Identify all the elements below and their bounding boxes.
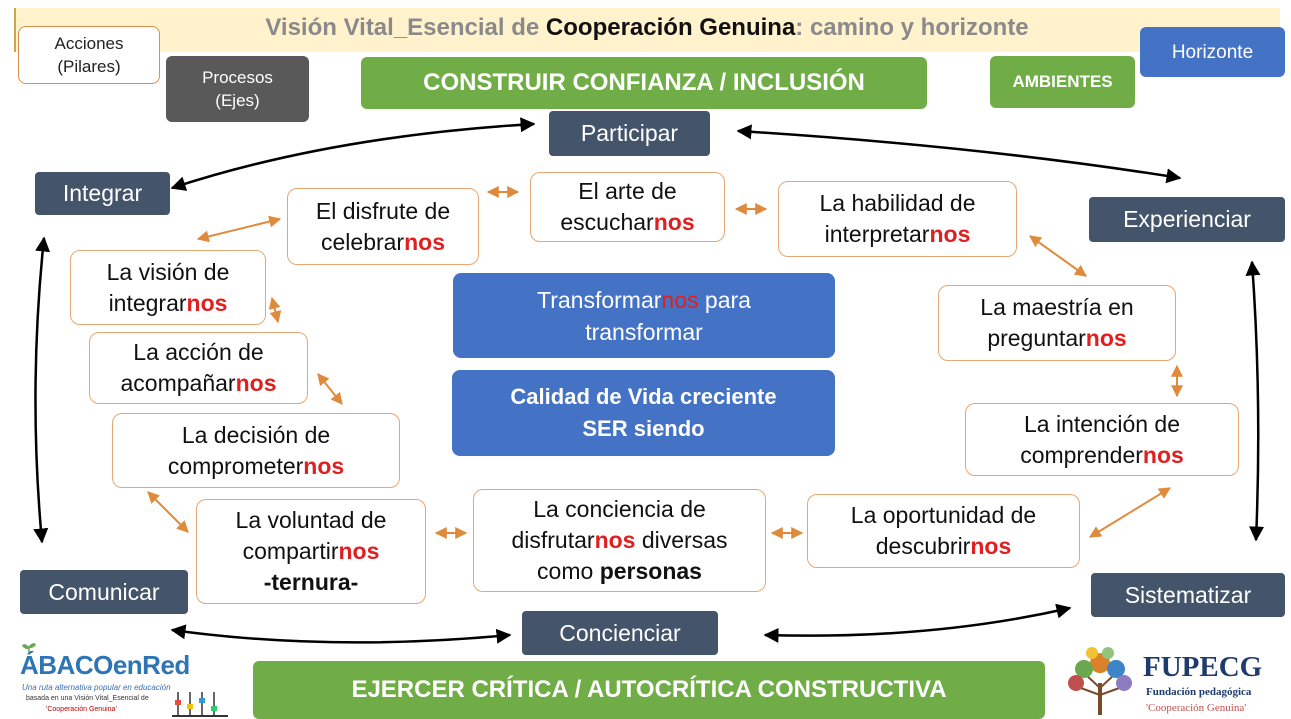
arrow-integrar-acompanar bbox=[268, 296, 282, 324]
process-participar: Participar bbox=[549, 111, 710, 156]
page-title: Visión Vital_Esencial de Cooperación Gen… bbox=[265, 14, 1029, 41]
process-integrar: Integrar bbox=[35, 172, 170, 215]
arrow-participar-integrar bbox=[170, 117, 536, 191]
arrow-participar-experienciar bbox=[736, 124, 1182, 184]
arrow-interpretar-preguntar bbox=[1029, 235, 1087, 277]
arrow-concienciar-sistematizar bbox=[763, 603, 1072, 643]
legend-acciones: Acciones(Pilares) bbox=[18, 26, 160, 84]
fupecg-logo-sub: Fundación pedagógica bbox=[1146, 686, 1252, 698]
arrow-comprometer-compartir bbox=[147, 491, 189, 533]
title-bar bbox=[14, 8, 1280, 52]
arrow-experienciar-sistematizar bbox=[1245, 260, 1265, 542]
fupecg-tree-icon bbox=[1068, 647, 1132, 715]
abaco-logo-sub2: 'Cooperación Genuina' bbox=[46, 706, 117, 713]
process-comunicar: Comunicar bbox=[20, 570, 188, 614]
arrow-comunicar-concienciar bbox=[170, 624, 512, 644]
arrow-comprender-descubrir bbox=[1088, 487, 1172, 538]
fupecg-logo-name: FUPECG bbox=[1143, 651, 1263, 683]
abaco-sprout-icon bbox=[22, 643, 36, 654]
banner-construir-confianza: CONSTRUIR CONFIANZA / INCLUSIÓN bbox=[361, 57, 927, 109]
arrow-celebrar-integrar bbox=[196, 215, 282, 243]
legend-ambientes: AMBIENTES bbox=[990, 56, 1135, 108]
abaco-logo-name: ÁBACOenRed bbox=[20, 650, 190, 680]
process-concienciar: Concienciar bbox=[522, 611, 718, 655]
fupecg-logo-sub2: 'Cooperación Genuina' bbox=[1146, 702, 1247, 714]
arrow-integrar-comunicar bbox=[33, 236, 51, 544]
legend-procesos: Procesos(Ejes) bbox=[166, 56, 309, 122]
banner-ejercer-critica: EJERCER CRÍTICA / AUTOCRÍTICA CONSTRUCTI… bbox=[253, 661, 1045, 719]
abaco-logo-sub: basada en una Visión Vital_Esencial de bbox=[26, 695, 149, 702]
legend-horizonte: Horizonte bbox=[1140, 27, 1285, 77]
abaco-logo-icon bbox=[172, 692, 228, 717]
process-experienciar: Experienciar bbox=[1089, 197, 1285, 242]
arrow-acompanar-comprometer bbox=[317, 373, 343, 405]
abaco-logo-tagline: Una ruta alternativa popular en educació… bbox=[22, 683, 171, 692]
process-sistematizar: Sistematizar bbox=[1091, 573, 1285, 617]
